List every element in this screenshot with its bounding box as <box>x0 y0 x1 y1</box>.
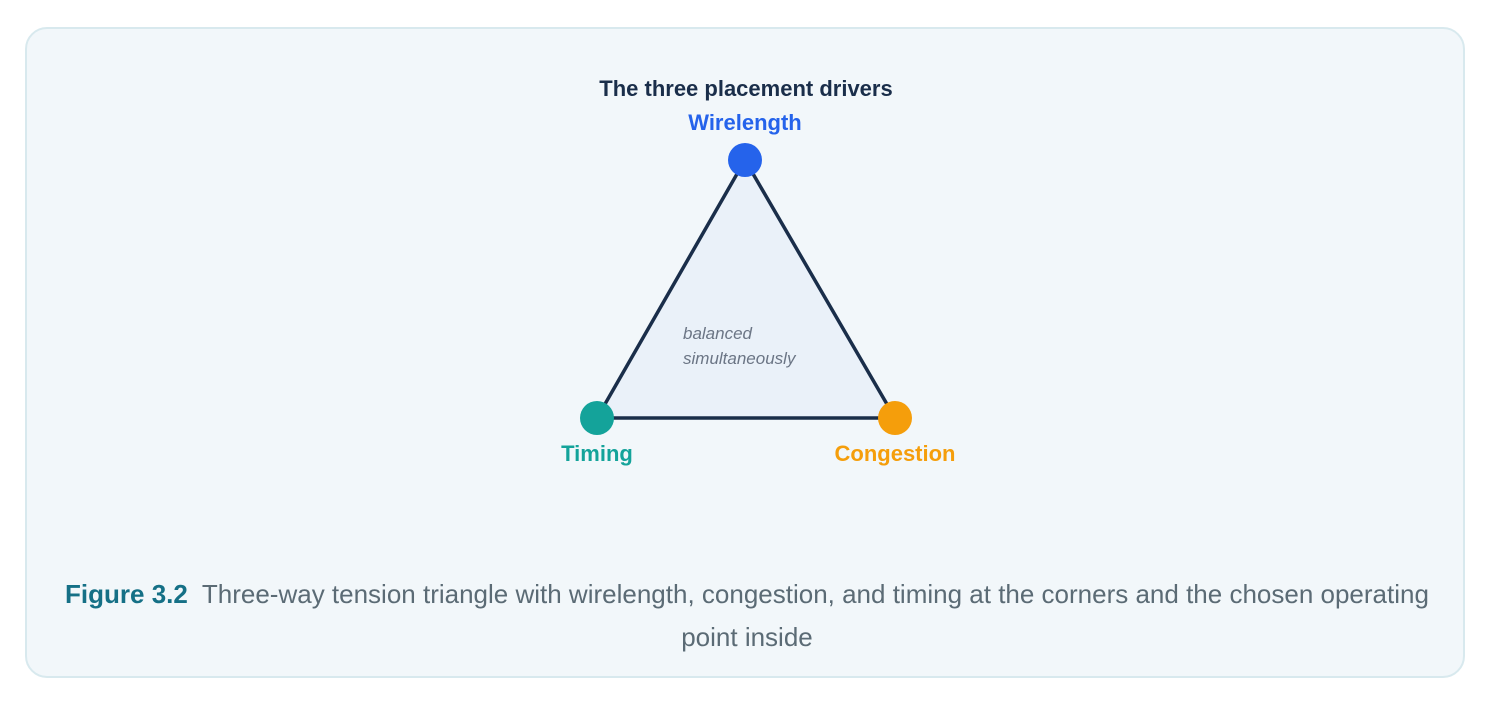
tension-triangle <box>595 158 897 420</box>
tension-triangle-diagram: The three placement drivers balanced sim… <box>561 76 956 466</box>
caption-label: Figure 3.2 <box>65 579 188 609</box>
diagram-title: The three placement drivers <box>599 76 892 101</box>
wirelength-label: Wirelength <box>688 110 801 135</box>
wirelength-node <box>728 143 762 177</box>
figure-caption: Figure 3.2 Three-way tension triangle wit… <box>60 573 1434 659</box>
congestion-node <box>878 401 912 435</box>
center-note-line-2: simultaneously <box>683 349 797 368</box>
center-note-line-1: balanced <box>683 324 753 343</box>
timing-node <box>580 401 614 435</box>
caption-text: Three-way tension triangle with wireleng… <box>201 579 1429 652</box>
congestion-label: Congestion <box>835 441 956 466</box>
timing-label: Timing <box>561 441 633 466</box>
